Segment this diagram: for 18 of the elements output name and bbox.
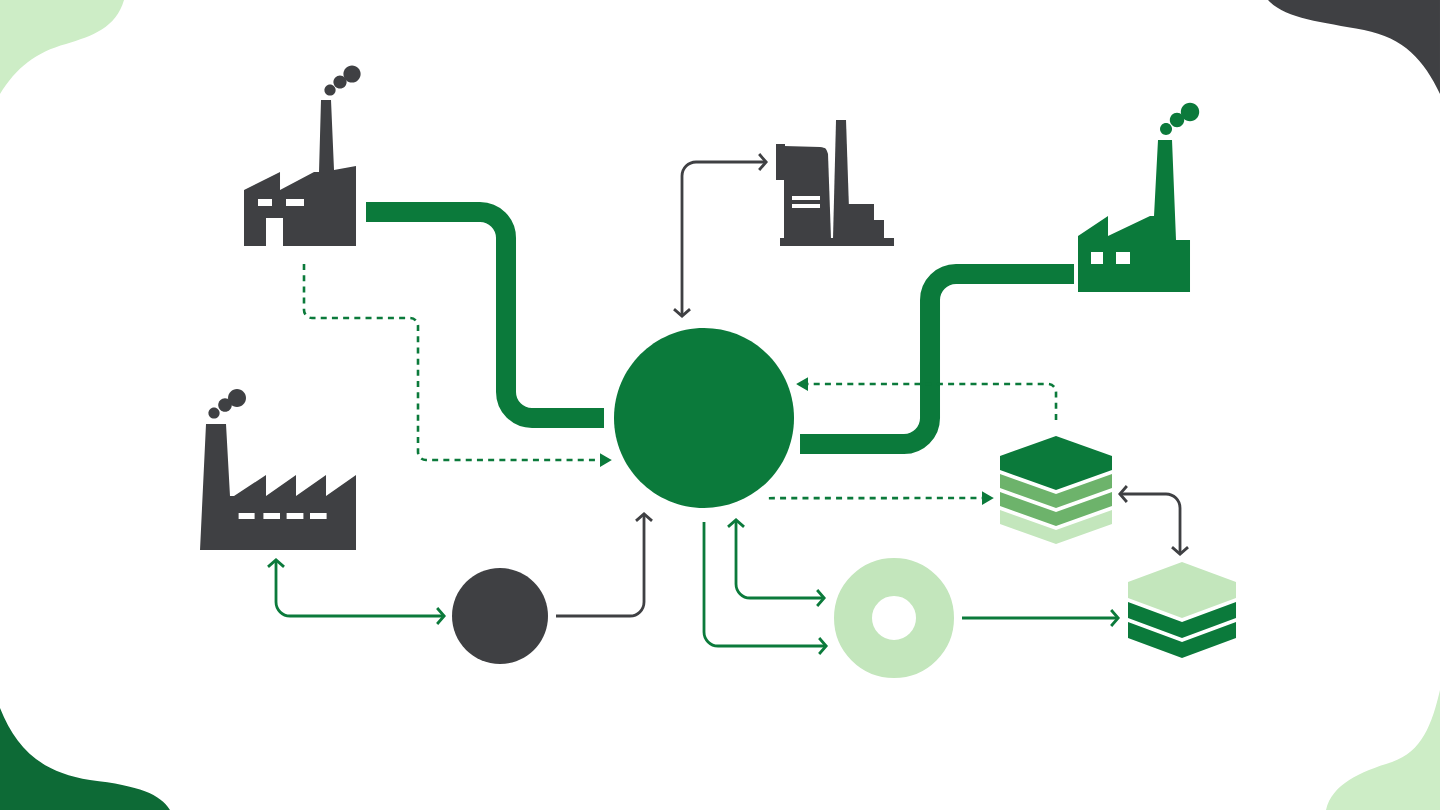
arrow [1118, 485, 1189, 556]
pipe [800, 264, 1074, 454]
circle-node [452, 568, 548, 664]
factory-icon [1078, 102, 1200, 292]
hub-circle [614, 328, 794, 508]
factory-icon [244, 65, 361, 247]
arrow [556, 512, 653, 618]
factory-icon [200, 389, 356, 550]
arrow [673, 153, 768, 318]
power-plant-icon [776, 120, 894, 246]
arrow [727, 518, 826, 607]
arrow [702, 522, 828, 655]
pipe [366, 202, 604, 428]
arrow [267, 558, 446, 625]
layer-stack-icon [1000, 436, 1112, 544]
arrow [962, 609, 1120, 627]
ring-node [834, 558, 954, 678]
layer-stack-icon [1128, 562, 1236, 658]
